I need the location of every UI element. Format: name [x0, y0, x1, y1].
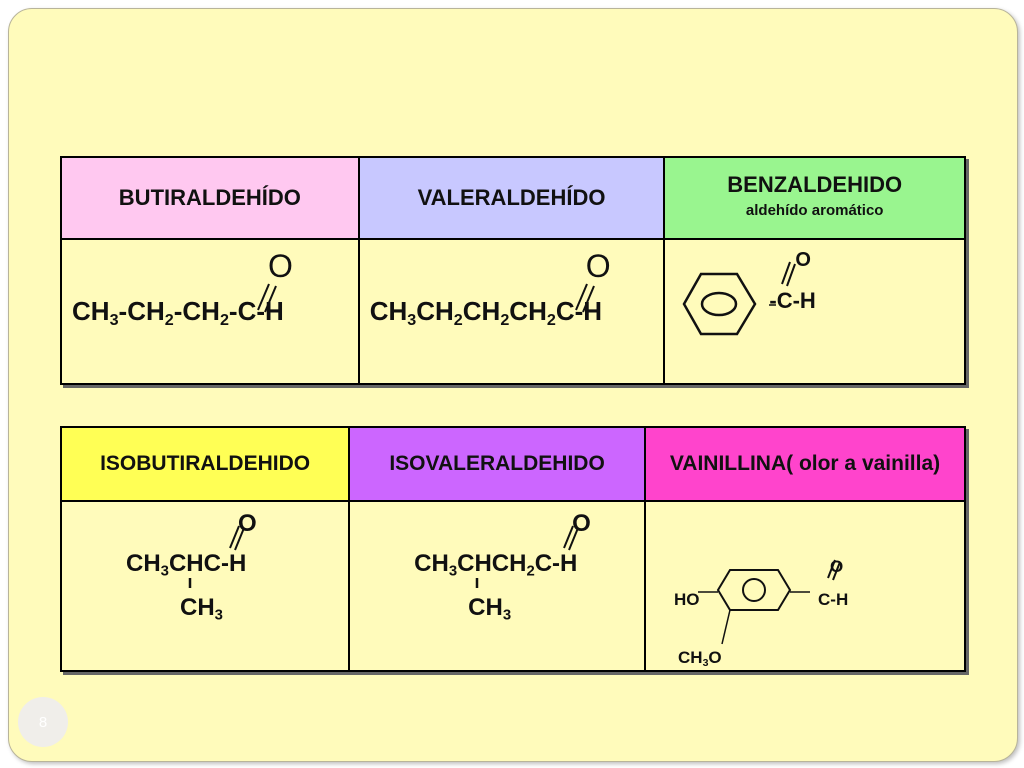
formula-butiraldehido: O CH3-CH2-CH2-C-H [60, 238, 360, 385]
formula-valeraldehido: O CH3CH2CH2CH2C-H [357, 238, 666, 385]
page-number-badge: 8 [18, 697, 68, 747]
header-butiraldehido: BUTIRALDEHÍDO [60, 156, 360, 240]
formula-benzaldehido: O -C-H [663, 238, 966, 385]
header-vainillina: VAINILLINA( olor a vainilla) [644, 426, 966, 502]
header-isobutiraldehido: ISOBUTIRALDEHIDO [59, 426, 351, 502]
vanillin-ring-icon [698, 559, 841, 645]
aldehydes-table-1: BUTIRALDEHÍDO VALERALDEHÍDO BENZALDEHIDO… [60, 156, 966, 385]
header-benzaldehido: BENZALDEHIDO aldehído aromático [663, 156, 966, 240]
header-isovaleraldehido: ISOVALERALDEHIDO [348, 426, 646, 502]
header-valeraldehido: VALERALDEHÍDO [357, 156, 666, 240]
benzene-ring-icon [682, 261, 797, 336]
formula-isobutiraldehido: O CH3CHC-H CH3 [59, 500, 351, 672]
formula-vainillina: O C-H HO CH3O [644, 500, 966, 672]
formula-isovaleraldehido: O CH3CHCH2C-H CH3 [348, 500, 646, 672]
aldehydes-table-2: ISOBUTIRALDEHIDO ISOVALERALDEHIDO VAINIL… [59, 426, 966, 672]
